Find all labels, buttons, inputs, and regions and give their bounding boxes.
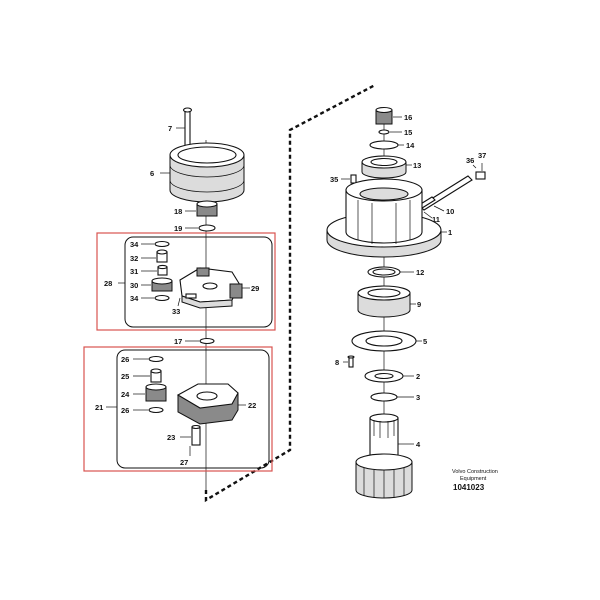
- label-12: 12: [416, 268, 424, 277]
- part-14-ring: [369, 140, 399, 150]
- label-10: 10: [446, 207, 454, 216]
- label-34-top: 34: [130, 240, 139, 249]
- part-26-washer-top: [148, 355, 164, 363]
- part-24-planet-gear: [145, 383, 167, 402]
- label-1: 1: [448, 228, 452, 237]
- group-28-frame: [124, 236, 273, 328]
- part-37-fitting: [475, 171, 486, 180]
- label-37: 37: [478, 151, 486, 160]
- label-22: 22: [248, 401, 256, 410]
- part-5-flange-plate: [351, 330, 417, 352]
- part-22-planet-carrier: [176, 383, 239, 425]
- label-28: 28: [104, 279, 112, 288]
- label-17: 17: [174, 337, 182, 346]
- part-19-washer: [198, 224, 216, 232]
- caption-code: 1041023: [453, 483, 485, 492]
- label-32: 32: [130, 254, 138, 263]
- label-9: 9: [417, 300, 421, 309]
- label-19: 19: [174, 224, 182, 233]
- label-2: 2: [416, 372, 420, 381]
- part-17-washer: [199, 337, 215, 345]
- part-6-ring-gear: [169, 142, 245, 203]
- label-36: 36: [466, 156, 474, 165]
- label-7: 7: [168, 124, 172, 133]
- label-27: 27: [180, 458, 188, 467]
- part-33-pin: [185, 293, 197, 299]
- label-34-bottom: 34: [130, 294, 139, 303]
- part-35-plug: [350, 174, 357, 184]
- label-35: 35: [330, 175, 338, 184]
- label-29: 29: [251, 284, 259, 293]
- part-1-housing: [326, 178, 442, 258]
- label-6: 6: [150, 169, 154, 178]
- label-24: 24: [121, 390, 130, 399]
- label-15: 15: [404, 128, 412, 137]
- part-30-planet-gear: [151, 277, 173, 292]
- caption-line-1: Volvo Construction: [452, 469, 498, 475]
- part-18-sun-gear: [196, 200, 218, 217]
- label-11: 11: [432, 215, 440, 224]
- label-26-top: 26: [121, 355, 129, 364]
- caption-line-2: Equipment: [460, 476, 487, 482]
- part-2-washer: [364, 369, 404, 383]
- part-25-bushing: [150, 368, 162, 383]
- label-5: 5: [423, 337, 427, 346]
- group-21-frame: [116, 349, 270, 469]
- part-34-washer-bottom: [154, 294, 170, 302]
- part-15-washer: [378, 129, 390, 135]
- group-21-highlight: [83, 346, 273, 472]
- part-12-seal: [367, 266, 401, 278]
- label-25: 25: [121, 372, 129, 381]
- part-13-bearing: [361, 155, 407, 179]
- label-14: 14: [406, 141, 415, 150]
- label-16: 16: [404, 113, 412, 122]
- label-18: 18: [174, 207, 182, 216]
- label-30: 30: [130, 281, 138, 290]
- part-4-pinion-shaft: [355, 413, 413, 499]
- part-23-pin: [191, 424, 201, 446]
- part-8-bolt: [347, 355, 355, 368]
- assembly-axis-dashed-line: [204, 83, 376, 503]
- part-29-planet-carrier: [179, 267, 243, 309]
- label-31: 31: [130, 267, 138, 276]
- label-13: 13: [413, 161, 421, 170]
- part-16-pinion: [375, 106, 393, 125]
- part-9-bearing: [357, 285, 411, 318]
- part-31-bushing: [157, 264, 168, 276]
- label-23: 23: [167, 433, 175, 442]
- part-26-washer-bottom: [148, 406, 164, 414]
- label-26-bottom: 26: [121, 406, 129, 415]
- part-34-washer-top: [154, 240, 170, 248]
- label-3: 3: [416, 393, 420, 402]
- label-33: 33: [172, 307, 180, 316]
- part-3-ring: [370, 392, 398, 402]
- label-4: 4: [416, 440, 421, 449]
- group-28-highlight: [96, 232, 276, 331]
- part-7-bolt: [182, 107, 193, 149]
- label-21: 21: [95, 403, 103, 412]
- label-8: 8: [335, 358, 339, 367]
- part-32-pin: [156, 249, 168, 263]
